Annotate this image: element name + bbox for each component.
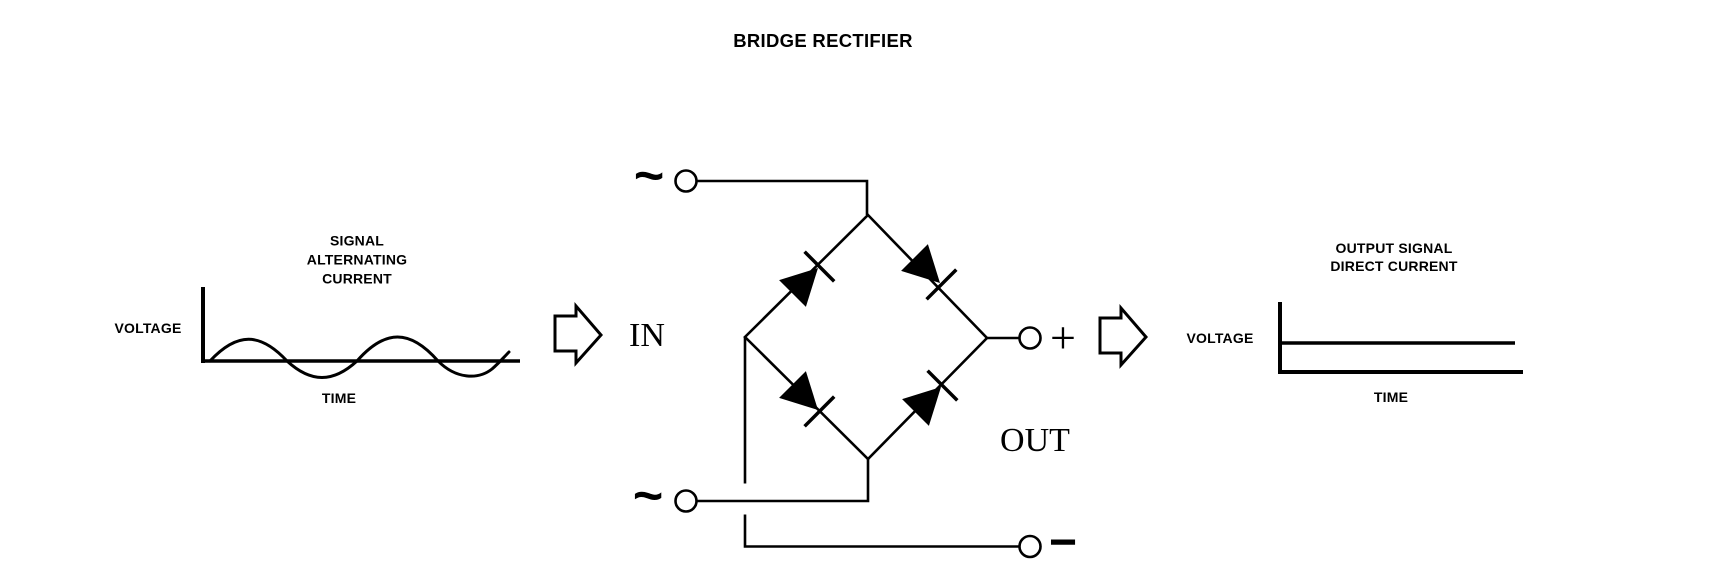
diode-top-right xyxy=(901,244,958,301)
minus-label: − xyxy=(1048,516,1078,569)
input-signal-heading: SIGNAL ALTERNATING CURRENT xyxy=(307,232,407,289)
terminals xyxy=(674,169,1042,559)
diode-top-left xyxy=(779,250,836,307)
dc-terminal-positive xyxy=(1018,326,1042,350)
bridge-wires xyxy=(696,179,1019,548)
ac-graph-axes xyxy=(201,287,520,363)
diode-bottom-left xyxy=(779,371,836,428)
page-title: BRIDGE RECTIFIER xyxy=(733,29,913,51)
ac-symbol-bottom: ~ xyxy=(632,467,664,525)
ac-symbol-top: ~ xyxy=(633,147,665,205)
dc-terminal-negative xyxy=(1018,534,1042,559)
output-voltage-axis-label: VOLTAGE xyxy=(1186,330,1254,346)
input-heading-line-1: SIGNAL xyxy=(329,232,385,249)
arrow-in-icon xyxy=(553,301,603,367)
dc-graph-axes xyxy=(1278,302,1523,374)
ac-terminal-bottom xyxy=(674,489,698,513)
input-heading-line-2: ALTERNATING xyxy=(306,251,408,268)
arrow-out-icon xyxy=(1098,303,1148,369)
plus-label: + xyxy=(1050,312,1076,363)
in-label: IN xyxy=(629,317,665,354)
input-voltage-axis-label: VOLTAGE xyxy=(114,320,182,336)
ac-terminal-top xyxy=(674,169,698,193)
output-signal-heading: OUTPUT SIGNAL DIRECT CURRENT xyxy=(1330,239,1457,275)
output-time-axis-label: TIME xyxy=(1373,389,1409,405)
diode-bottom-right xyxy=(902,369,959,426)
output-heading-line-2: DIRECT CURRENT xyxy=(1330,258,1458,274)
input-time-axis-label: TIME xyxy=(321,390,357,406)
output-heading-line-1: OUTPUT SIGNAL xyxy=(1335,240,1453,256)
ac-sine-wave xyxy=(208,335,511,379)
bridge-diamond xyxy=(743,213,989,461)
input-heading-line-3: CURRENT xyxy=(322,270,392,287)
out-label: OUT xyxy=(1000,422,1070,459)
